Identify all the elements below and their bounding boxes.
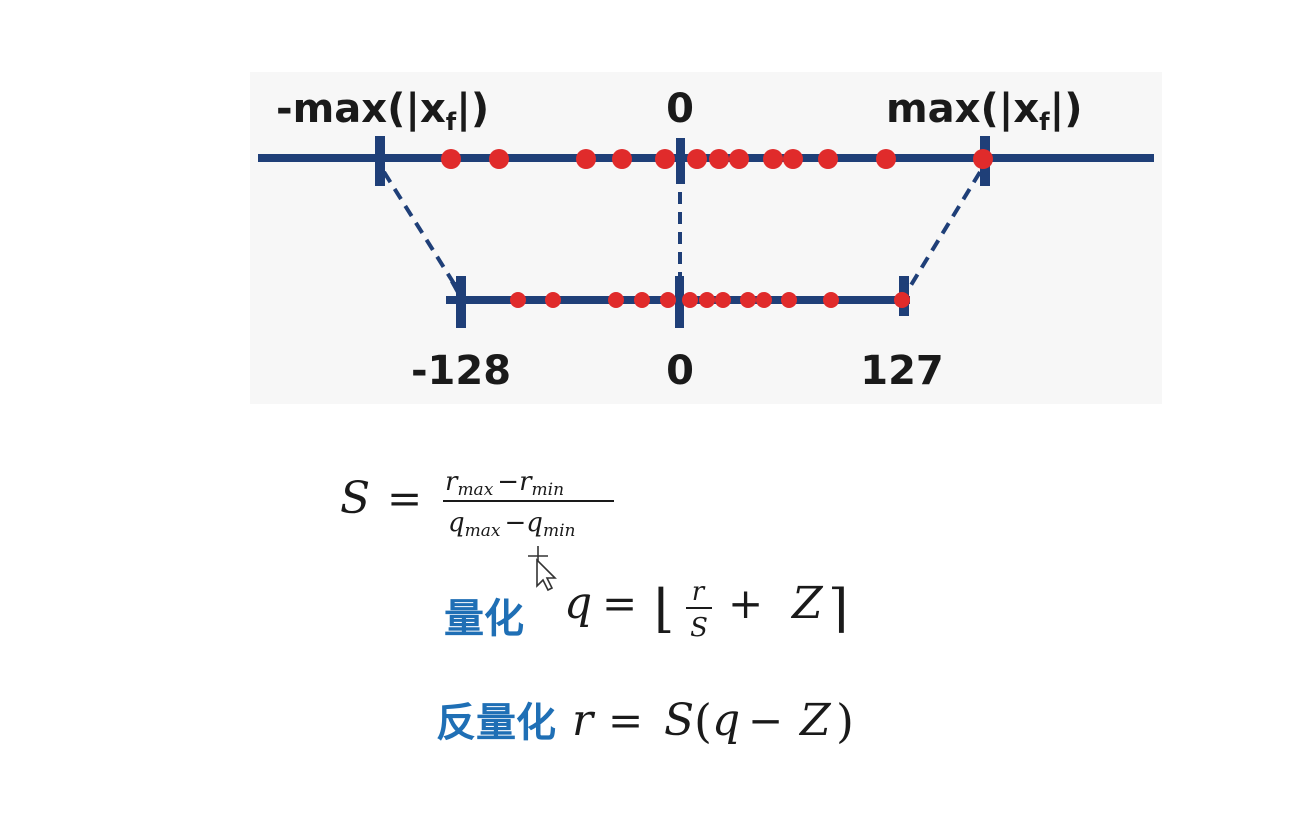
dequantize-equals: = <box>608 696 643 745</box>
int-axis-right-label: 127 <box>860 348 944 394</box>
quantize-formula: 量化 q = ⌊ r S + Z ⌉ <box>444 577 848 643</box>
dequantize-s: S <box>664 695 694 746</box>
dequantize-minus: − <box>748 696 783 745</box>
dequantize-r: r <box>572 695 596 746</box>
int-point <box>781 292 797 308</box>
float-point <box>709 149 729 169</box>
quantize-plus: + <box>728 579 763 628</box>
float-axis-left-label: -max(|xf|) <box>276 86 489 136</box>
dequantize-label: 反量化 <box>436 700 556 746</box>
scale-denominator: qmax−qmin <box>448 508 575 541</box>
float-axis-right-label: max(|xf|) <box>886 86 1083 136</box>
quantize-q: q <box>564 578 592 629</box>
float-axis-zero-tick <box>676 138 685 184</box>
float-point <box>818 149 838 169</box>
float-point <box>489 149 509 169</box>
mapping-line-left <box>382 170 460 292</box>
int-axis-left-label: -128 <box>411 348 511 394</box>
quantize-frac-den: S <box>690 613 708 643</box>
dequantize-close-paren: ) <box>836 694 854 748</box>
scale-formula: S = rmax−rmin qmax−qmin <box>340 467 614 541</box>
float-points <box>441 149 993 169</box>
float-point <box>576 149 596 169</box>
dequantize-formula: 反量化 r = S ( q − Z ) <box>436 694 854 748</box>
int-points <box>510 292 910 308</box>
int-point <box>510 292 526 308</box>
quantize-equals: = <box>602 579 637 628</box>
float-point <box>655 149 675 169</box>
quantize-rceil: ⌉ <box>828 579 848 639</box>
float-point <box>763 149 783 169</box>
float-point <box>876 149 896 169</box>
float-point <box>973 149 993 169</box>
float-point <box>783 149 803 169</box>
dequantize-open-paren: ( <box>694 694 712 748</box>
float-point <box>687 149 707 169</box>
quantize-frac-num: r <box>692 577 706 607</box>
scale-numerator: rmax−rmin <box>445 467 564 500</box>
quantize-z: Z <box>790 578 824 629</box>
float-point <box>612 149 632 169</box>
int-point <box>740 292 756 308</box>
int-point <box>660 292 676 308</box>
quantize-label: 量化 <box>444 596 524 642</box>
float-point <box>441 149 461 169</box>
dequantize-q: q <box>712 695 740 746</box>
int-point <box>823 292 839 308</box>
int-axis-left-tick <box>456 276 466 328</box>
scale-equals: = <box>387 474 422 523</box>
mapping-arrowhead-left <box>450 282 466 300</box>
int-point <box>715 292 731 308</box>
dequantize-z: Z <box>798 695 832 746</box>
mapping-line-right <box>906 170 982 292</box>
quantization-diagram-panel <box>250 72 1162 404</box>
float-axis-left-tick <box>375 136 385 186</box>
quantize-lfloor: ⌊ <box>654 579 674 639</box>
move-cursor-icon <box>528 546 557 592</box>
int-point <box>608 292 624 308</box>
int-point <box>894 292 910 308</box>
scale-lhs: S <box>340 473 370 524</box>
int-point <box>682 292 698 308</box>
float-axis-zero-label: 0 <box>666 86 694 132</box>
int-axis-zero-label: 0 <box>666 348 694 394</box>
float-point <box>729 149 749 169</box>
int-point <box>699 292 715 308</box>
int-point <box>545 292 561 308</box>
int-axis-zero-tick <box>675 276 684 328</box>
int-point <box>756 292 772 308</box>
int-point <box>634 292 650 308</box>
